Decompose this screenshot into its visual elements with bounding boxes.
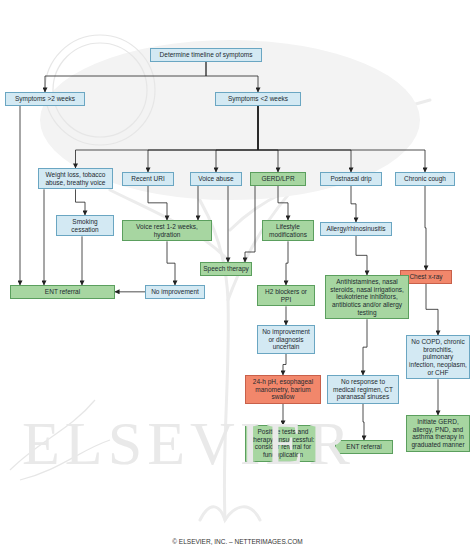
box-text: Symptoms <2 weeks: [218, 95, 298, 103]
flow-arrow: [148, 106, 258, 172]
flow-arrow: [286, 241, 288, 285]
box-text: Symptoms >2 weeks: [8, 95, 82, 103]
process-box: Voice abuse: [190, 172, 242, 186]
process-box: No improvement or diagnosis uncertain: [257, 325, 315, 354]
process-box: Determine timeline of symptoms: [150, 48, 262, 62]
box-text: No improvement or diagnosis uncertain: [260, 328, 312, 351]
process-box: H2 blockers or PPI: [257, 285, 315, 306]
flow-arrow: [426, 284, 438, 335]
process-box: Speech therapy: [200, 262, 252, 276]
flow-arrow: [438, 379, 439, 415]
box-text: Allergy/rhinosinusitis: [323, 225, 389, 233]
box-text: 24-h pH, esophageal manometry, barium sw…: [248, 378, 318, 401]
box-text: Voice rest 1-2 weeks, hydration: [125, 223, 209, 238]
flow-arrow: [198, 186, 199, 220]
flow-arrow: [115, 291, 145, 292]
process-box: Symptoms <2 weeks: [215, 92, 301, 106]
flow-arrow: [258, 106, 278, 172]
process-box: Postnasal drip: [320, 172, 382, 186]
process-box: Antihistamines, nasal steroids, nasal ir…: [325, 275, 409, 319]
box-text: GERD/LPR: [253, 175, 303, 183]
box-text: Chronic cough: [398, 175, 452, 183]
process-box: Voice rest 1-2 weeks, hydration: [122, 220, 212, 241]
flow-arrow: [363, 319, 367, 375]
flow-arrow: [216, 106, 258, 172]
box-text: ENT referral: [13, 288, 112, 296]
flow-arrow: [44, 189, 45, 285]
flow-arrow: [351, 186, 356, 222]
box-text: No response to medical regimen, CT paran…: [330, 378, 396, 401]
flow-arrow: [20, 106, 21, 285]
flow-arrow: [258, 106, 351, 172]
flow-arrow: [283, 354, 286, 375]
flow-arrow: [258, 106, 425, 172]
flow-arrow: [286, 306, 287, 325]
copyright-note: © ELSEVIER, INC. – NETTERIMAGES.COM: [172, 538, 302, 545]
process-box: Chronic cough: [395, 172, 455, 186]
box-text: H2 blockers or PPI: [260, 288, 312, 303]
flow-arrow: [356, 236, 367, 275]
box-text: Recent URI: [125, 175, 171, 183]
flow-arrow: [228, 186, 229, 262]
process-box: 24-h pH, esophageal manometry, barium sw…: [245, 375, 321, 404]
flow-arrow: [245, 186, 255, 262]
process-box: Weight loss, tobacco abuse, breathy voic…: [38, 168, 113, 189]
process-box: Allergy/rhinosinusitis: [320, 222, 392, 236]
flow-arrow: [206, 62, 258, 92]
flow-arrow: [167, 241, 175, 285]
box-text: Chest x-ray: [403, 273, 449, 281]
box-text: Smoking cessation: [59, 218, 111, 233]
box-text: Initiate GERD, allergy, PND, and asthma …: [409, 418, 467, 449]
flow-arrow: [425, 186, 426, 270]
flow-arrow: [82, 236, 83, 285]
box-text: Speech therapy: [203, 265, 249, 273]
flow-arrow: [148, 186, 167, 220]
box-text: Antihistamines, nasal steroids, nasal ir…: [328, 278, 406, 316]
box-text: Postnasal drip: [323, 175, 379, 183]
box-text: Voice abuse: [193, 175, 239, 183]
process-box: No response to medical regimen, CT paran…: [327, 375, 399, 404]
box-text: Lifestyle modifications: [265, 223, 311, 238]
flow-arrow: [45, 62, 206, 92]
process-box: Initiate GERD, allergy, PND, and asthma …: [406, 415, 470, 452]
process-box: GERD/LPR: [250, 172, 306, 186]
flow-arrow: [76, 189, 86, 215]
process-box: Lifestyle modifications: [262, 220, 314, 241]
box-text: No improvement: [148, 288, 202, 296]
process-box: Symptoms >2 weeks: [5, 92, 85, 106]
flow-arrow: [363, 404, 364, 440]
box-text: Weight loss, tobacco abuse, breathy voic…: [41, 171, 110, 186]
box-text: No COPD, chronic bronchitis, pulmonary i…: [409, 338, 467, 376]
process-box: No improvement: [145, 285, 205, 299]
process-box: Smoking cessation: [56, 215, 114, 236]
box-text: Determine timeline of symptoms: [153, 51, 259, 59]
process-box: Recent URI: [122, 172, 174, 186]
process-box: No COPD, chronic bronchitis, pulmonary i…: [406, 335, 470, 379]
process-box: ENT referral: [10, 285, 115, 299]
flow-arrow: [278, 186, 288, 220]
watermark: ELSEVIER: [22, 408, 355, 479]
flow-arrow: [76, 106, 259, 168]
